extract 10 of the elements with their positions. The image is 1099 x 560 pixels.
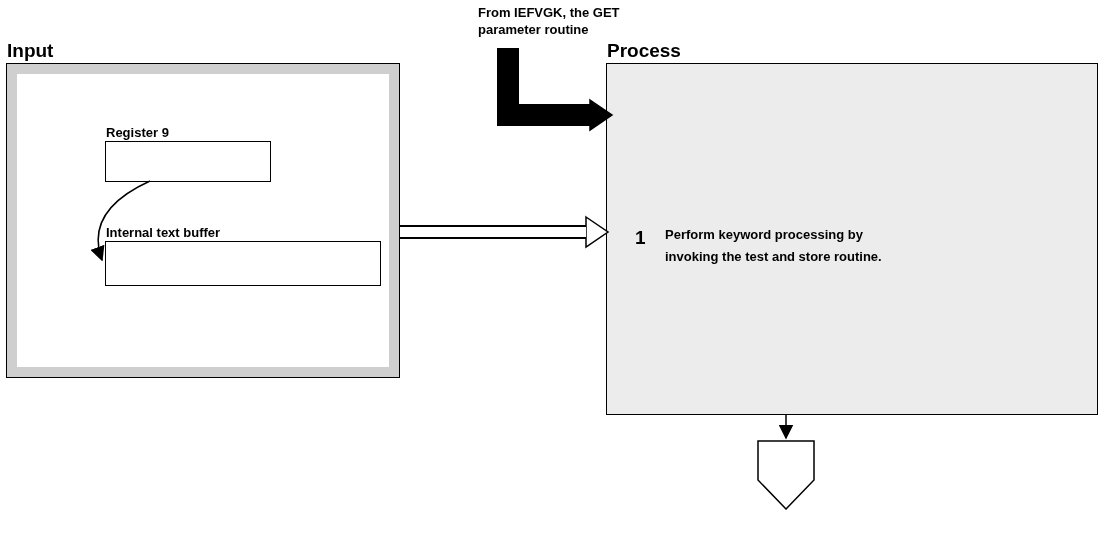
arrow	[778, 414, 794, 440]
field-label: Register 9	[106, 124, 169, 142]
step-text: Perform keyword processing by invoking the test and store routine.	[665, 226, 883, 266]
panel-heading: Input	[7, 39, 54, 63]
field-label: Internal text buffer	[106, 224, 221, 242]
step-number: 1	[635, 226, 646, 250]
panel-heading: Process	[607, 39, 681, 63]
block-arrow	[400, 216, 609, 248]
arrow	[90, 180, 151, 262]
off-page-connector	[757, 440, 815, 510]
